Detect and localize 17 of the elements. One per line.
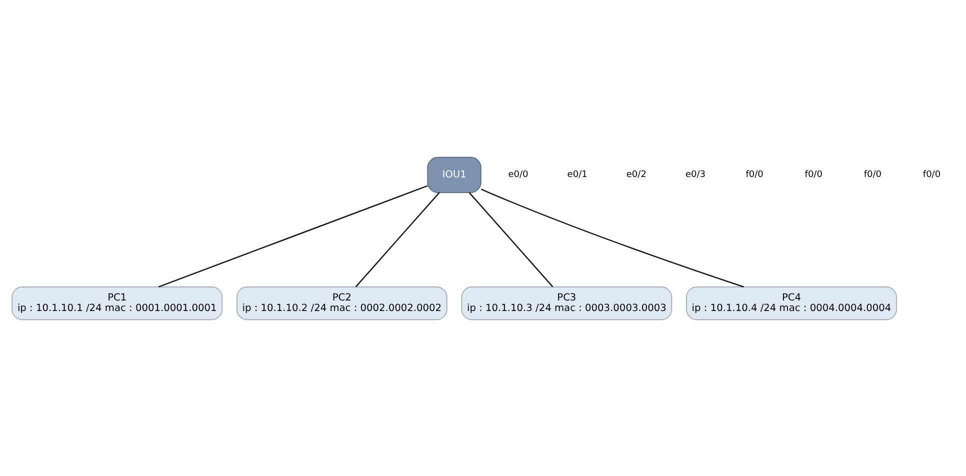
label: e0/1 (567, 170, 588, 180)
label: f0/0 (922, 170, 941, 180)
label: e0/2 (626, 170, 646, 180)
connector (481, 188, 744, 287)
label: f0/0 (864, 170, 882, 180)
label: e0/0 (508, 170, 528, 180)
connector (355, 192, 440, 287)
connector (158, 184, 428, 287)
label: f0/0 (804, 170, 822, 180)
label: e0/3 (685, 170, 706, 180)
node-box: PC2 ip : 10.1.10.2 /24 mac : 0002.0002.0002 (236, 286, 448, 320)
node-box: PC1 ip : 10.1.10.1 /24 mac : 0001.0001.0001 (12, 286, 223, 320)
connector (468, 192, 554, 287)
node-box: PC3 ip : 10.1.10.3 /24 mac : 0003.0003.0003 (461, 286, 672, 320)
node-box: IOU1 (427, 156, 482, 192)
label: f0/0 (746, 170, 764, 180)
node-box: PC4 ip : 10.1.10.4 /24 mac : 0004.0004.0004 (686, 286, 897, 320)
